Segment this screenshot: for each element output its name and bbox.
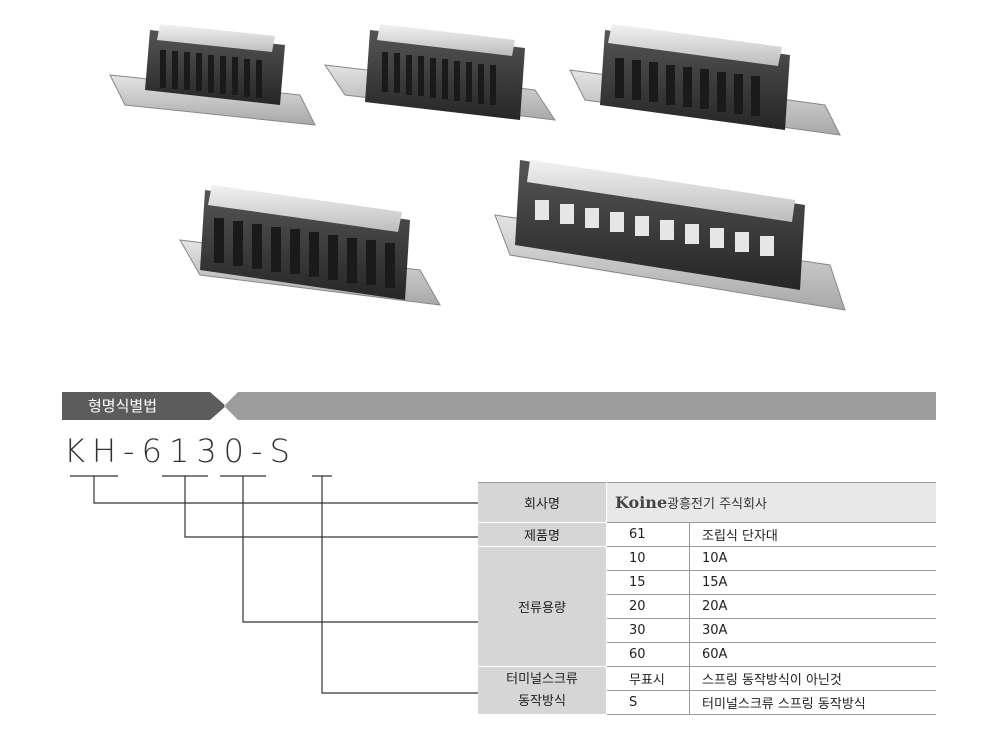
- current-desc: 15A: [689, 570, 936, 595]
- table-row: 터미널스크류 동작방식 무표시 스프링 동작방식이 아닌것: [478, 666, 936, 715]
- table-row: S 터미널스크류 스프링 동작방식: [478, 690, 936, 715]
- product-desc: 조립식 단자대: [689, 522, 936, 547]
- section-header-bar: [62, 392, 936, 420]
- current-desc: 60A: [689, 642, 936, 667]
- product-images: [109, 24, 846, 311]
- label-product: 제품명: [478, 522, 607, 547]
- table-row: 60 60A: [478, 642, 936, 667]
- table-row: 30 30A: [478, 618, 936, 643]
- company-logo: Koine: [615, 493, 668, 512]
- terminal-block-image-2: [323, 24, 557, 121]
- label-terminal-line1: 터미널스크류: [506, 671, 578, 687]
- product-code: 61: [606, 522, 690, 547]
- company-name: 광흥전기 주식회사: [667, 497, 767, 512]
- table-row: 20 20A: [478, 594, 936, 619]
- current-code: 20: [606, 594, 690, 619]
- label-company: 회사명: [478, 482, 607, 523]
- terminal-desc: 스프링 동작방식이 아닌것: [689, 666, 936, 691]
- section-title-wrap: 형명식별법: [62, 392, 936, 420]
- current-desc: 10A: [689, 546, 936, 571]
- company-cell: Koine광흥전기 주식회사: [606, 482, 936, 523]
- table-row: 15 15A: [478, 570, 936, 595]
- label-terminal: 터미널스크류 동작방식: [478, 666, 607, 715]
- current-code: 30: [606, 618, 690, 643]
- current-code: 15: [606, 570, 690, 595]
- terminal-block-image-5: [494, 160, 846, 311]
- spec-table: 회사명 Koine광흥전기 주식회사 제품명 61 조립식 단자대 전류용량 1…: [478, 482, 936, 715]
- terminal-block-image-3: [569, 24, 841, 136]
- table-row-company: 회사명 Koine광흥전기 주식회사: [478, 482, 936, 523]
- table-row: 전류용량 10 10A: [478, 546, 936, 667]
- model-code: KH-6130-S: [64, 432, 297, 470]
- terminal-code: 무표시: [606, 666, 690, 691]
- terminal-block-image-4: [179, 185, 441, 306]
- terminal-block-image-1: [109, 24, 316, 126]
- terminal-desc: 터미널스크류 스프링 동작방식: [689, 690, 936, 715]
- terminal-code: S: [606, 690, 690, 715]
- current-desc: 30A: [689, 618, 936, 643]
- current-code: 10: [606, 546, 690, 571]
- label-current: 전류용량: [478, 546, 607, 667]
- table-row-product: 제품명 61 조립식 단자대: [478, 522, 936, 547]
- section-title: 형명식별법: [88, 397, 158, 415]
- label-terminal-line2: 동작방식: [518, 693, 566, 709]
- current-code: 60: [606, 642, 690, 667]
- current-desc: 20A: [689, 594, 936, 619]
